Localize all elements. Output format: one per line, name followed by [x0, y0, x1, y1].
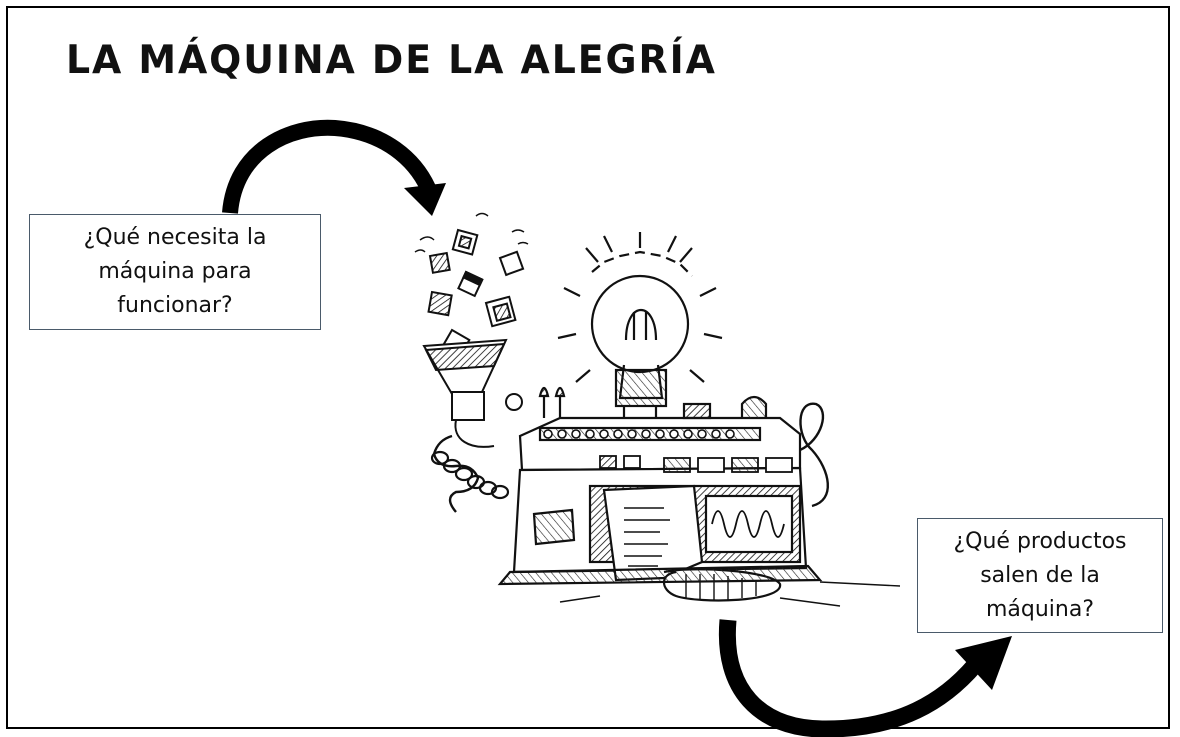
- light-bulb-icon: [557, 232, 723, 424]
- page-title: LA MÁQUINA DE LA ALEGRÍA: [66, 38, 717, 83]
- curved-arrow-icon: [222, 119, 446, 216]
- input-question-box: ¿Qué necesita la máquina para funcionar?: [29, 214, 321, 330]
- cube-icon: [414, 212, 529, 359]
- input-question-text: ¿Qué necesita la máquina para funcionar?: [83, 225, 267, 318]
- output-question-box: ¿Qué productos salen de la máquina?: [917, 518, 1163, 633]
- output-question-text: ¿Qué productos salen de la máquina?: [953, 528, 1127, 622]
- machine-illustration: [497, 386, 901, 607]
- funnel-icon: [422, 338, 523, 513]
- curved-arrow-icon: [718, 619, 1012, 737]
